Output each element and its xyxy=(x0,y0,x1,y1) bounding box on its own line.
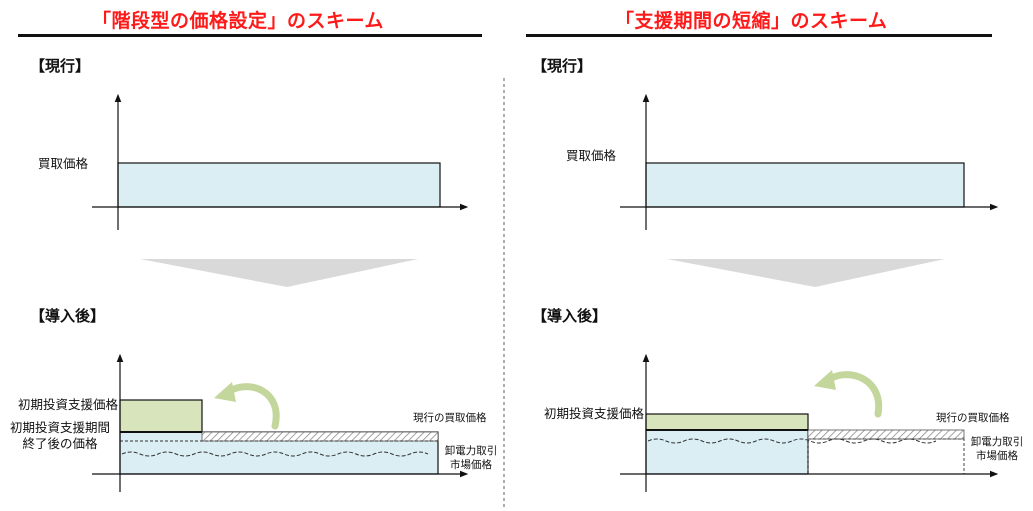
left-curved-arrow-head xyxy=(214,382,236,402)
left-post-support-label-line2: 終了後の価格 xyxy=(22,436,98,451)
right-current-price-block xyxy=(645,162,965,208)
right-current-chart xyxy=(620,93,999,230)
right-lower-price-block xyxy=(645,429,809,475)
left-current-price-label: 買取価格 xyxy=(38,156,89,171)
left-market-price-label-line2: 市場価格 xyxy=(450,459,492,471)
right-hatched-difference xyxy=(807,429,965,440)
right-initial-support-price-label: 初期投資支援価格 xyxy=(543,406,644,421)
left-post-support-label-line1: 初期投資支援期間 xyxy=(9,420,110,435)
right-scheme-title: 「支援期間の短縮」のスキーム xyxy=(615,10,888,32)
left-market-price-wave xyxy=(121,451,429,457)
left-title-rule xyxy=(18,34,482,37)
left-current-price-block xyxy=(117,162,441,208)
left-current-heading: 【現行】 xyxy=(30,57,91,75)
left-initial-support-price-label: 初期投資支援価格 xyxy=(17,397,118,412)
left-transition-arrow xyxy=(140,259,418,287)
right-curved-arrow xyxy=(824,371,883,418)
left-market-price-label-line1: 卸電力取引 xyxy=(444,445,498,457)
right-title-rule xyxy=(526,34,992,37)
right-current-heading: 【現行】 xyxy=(532,57,593,75)
right-market-price-wave xyxy=(647,438,937,444)
right-current-price-label: 買取価格 xyxy=(566,148,617,163)
left-current-chart xyxy=(92,93,469,230)
left-initial-support-block xyxy=(119,399,203,433)
right-after-chart xyxy=(620,353,999,492)
right-curved-arrow-head xyxy=(814,370,836,390)
left-after-chart xyxy=(92,353,469,492)
left-curved-arrow xyxy=(224,383,280,430)
right-initial-support-block xyxy=(645,413,809,431)
right-after-heading: 【導入後】 xyxy=(532,307,608,325)
right-current-purchase-price-label: 現行の買取価格 xyxy=(936,412,1010,424)
left-current-purchase-price-label: 現行の買取価格 xyxy=(413,412,487,424)
left-hatched-difference xyxy=(201,431,439,442)
left-after-heading: 【導入後】 xyxy=(30,307,106,325)
right-market-price-label-line1: 卸電力取引 xyxy=(970,436,1024,448)
right-market-price-label-line2: 市場価格 xyxy=(976,450,1018,462)
left-scheme-title: 「階段型の価格設定」のスキーム xyxy=(92,10,384,32)
right-market-price-region xyxy=(807,438,965,475)
right-transition-arrow xyxy=(667,259,945,287)
